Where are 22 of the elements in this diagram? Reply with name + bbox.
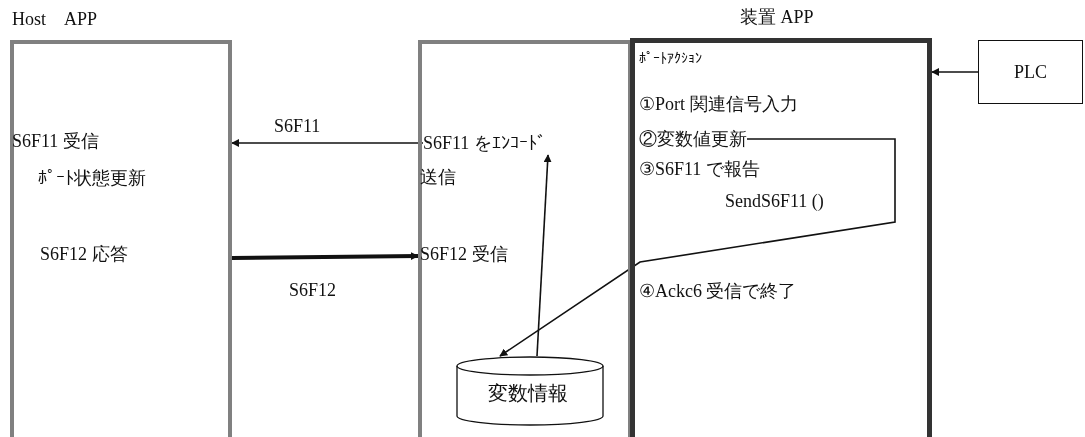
step-text: S6F12 応答 [40, 243, 128, 265]
lane-heading: 装置 APP [740, 6, 814, 28]
step-text: S6F11 受信 [12, 130, 99, 152]
arrow [536, 154, 552, 357]
arrow [231, 252, 419, 261]
step-text: S6F12 受信 [420, 243, 508, 265]
arrow [499, 138, 896, 357]
step-text: ①Port 関連信号入力 [639, 93, 798, 115]
step-text: ﾎﾟｰﾄｱｸｼｮﾝ [639, 50, 702, 68]
step-text: S6F11 をｴﾝｺｰﾄﾞ [423, 131, 546, 155]
arrow [931, 68, 979, 76]
step-text: 送信 [420, 166, 456, 188]
cylinder-label: 変数情報 [488, 382, 568, 404]
step-text: ③S6F11 で報告 [639, 158, 760, 180]
step-text: ②変数値更新 [639, 127, 747, 151]
step-text: ﾎﾟｰﾄ状態更新 [38, 167, 146, 189]
process-box: PLC [978, 40, 1083, 104]
arrow [231, 139, 424, 147]
lane-heading: Host APP [12, 8, 98, 30]
step-text: SendS6F11 () [725, 190, 824, 212]
step-text: ④Ackc6 受信で終了 [639, 280, 797, 302]
swimlane-box [418, 40, 632, 437]
